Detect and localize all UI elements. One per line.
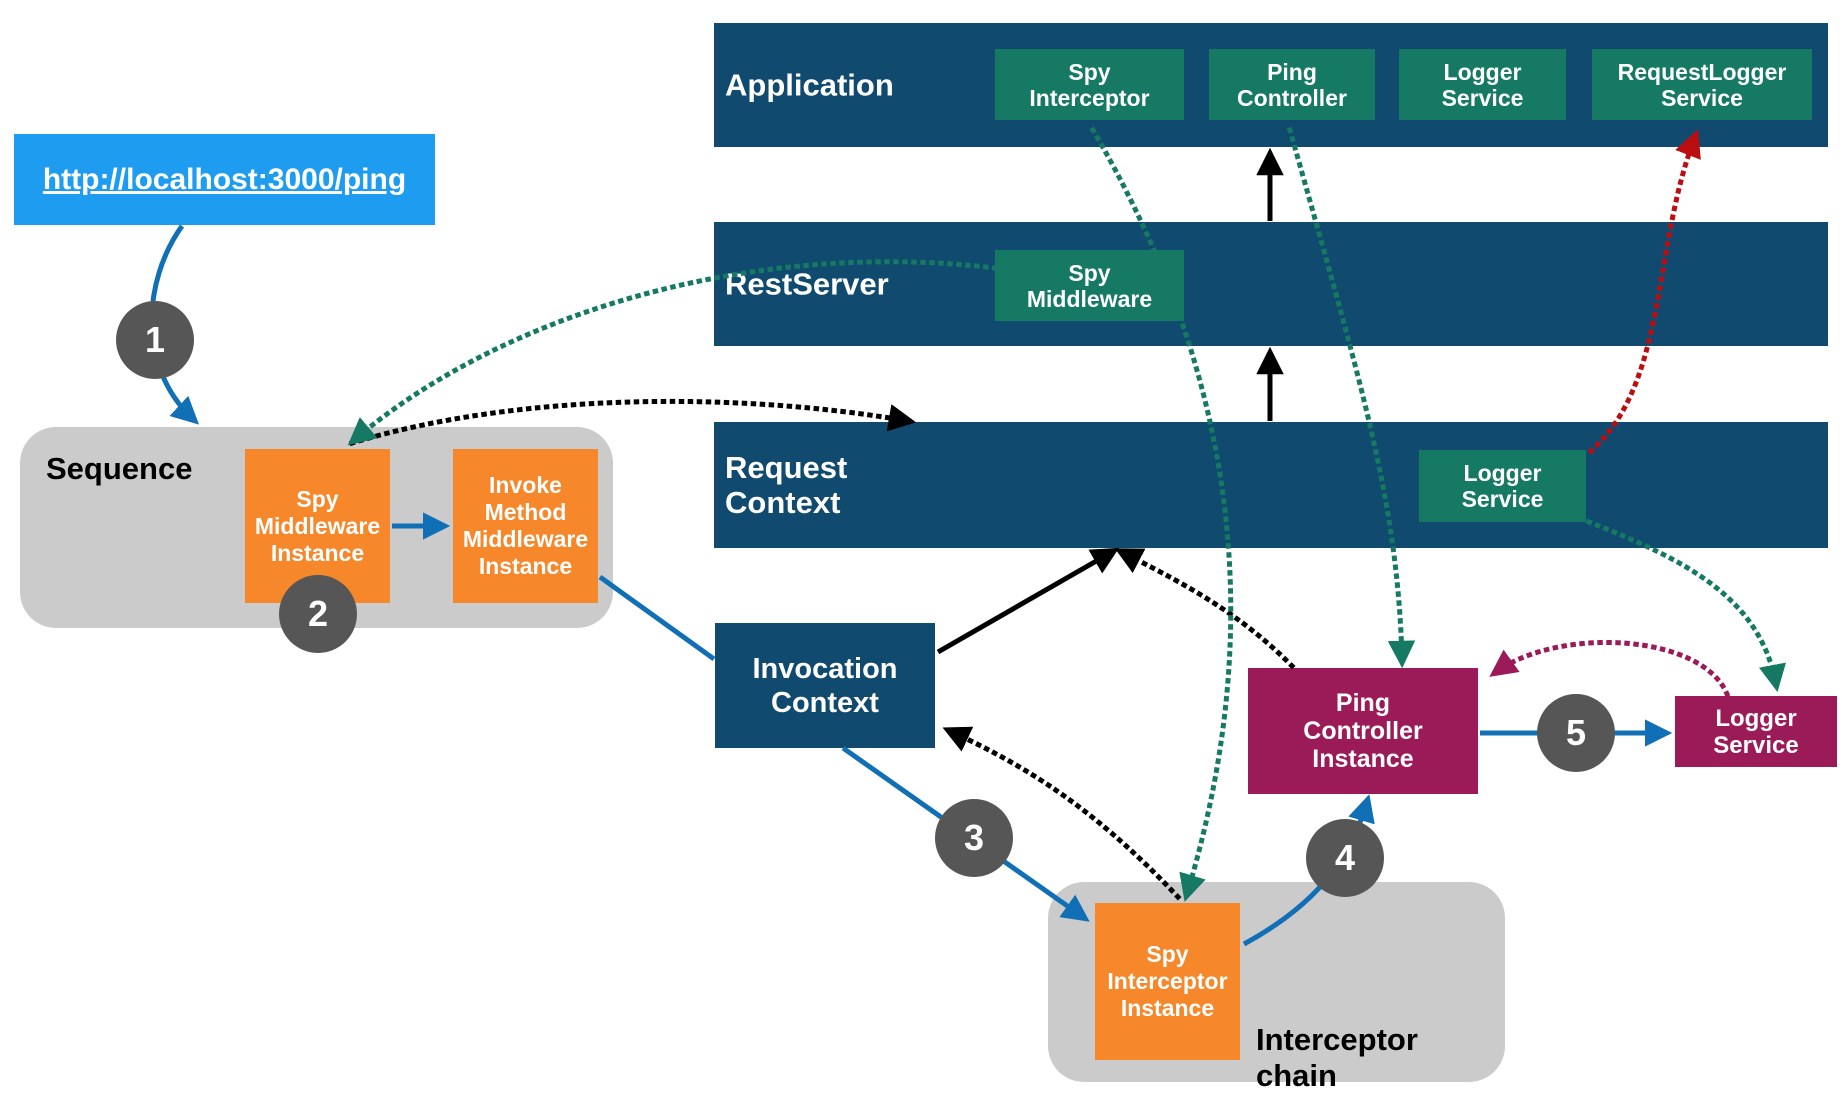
dotted-arrow-loggerinstance-to-pinginstance — [1489, 640, 1731, 698]
sequence-label: Sequence — [46, 451, 193, 486]
step-badge-2: 2 — [279, 575, 357, 653]
url-link[interactable]: http://localhost:3000/ping — [14, 134, 435, 225]
step-badge-3: 3 — [935, 799, 1013, 877]
app-requestlogger-service-box: RequestLogger Service — [1592, 49, 1812, 120]
step-badge-4: 4 — [1306, 819, 1384, 897]
ctx-logger-service-box: Logger Service — [1419, 450, 1586, 522]
restserver-layer-bar: RestServer — [714, 222, 1828, 346]
application-layer-label: Application — [725, 67, 894, 103]
dotted-arrow-pingcontroller-binding-to-instance — [1286, 126, 1416, 669]
logger-service-instance-box: Logger Service — [1675, 696, 1837, 767]
invocation-context-box: Invocation Context — [715, 623, 935, 748]
restserver-layer-label: RestServer — [725, 266, 889, 302]
ping-controller-instance-box: Ping Controller Instance — [1248, 668, 1478, 794]
arrow-invoke-to-invocation-context — [598, 574, 716, 662]
interceptor-chain-label: Interceptor chain — [1256, 1022, 1418, 1093]
dotted-arrow-pinginstance-to-requestcontext — [1114, 548, 1296, 670]
spy-interceptor-instance-box: Spy Interceptor Instance — [1095, 903, 1240, 1060]
invoke-method-middleware-instance-box: Invoke Method Middleware Instance — [453, 449, 598, 603]
request-context-layer-label: Request Context — [725, 450, 848, 520]
request-context-layer-bar: Request Context — [714, 422, 1828, 548]
app-ping-controller-box: Ping Controller — [1209, 49, 1375, 120]
app-logger-service-box: Logger Service — [1399, 49, 1566, 120]
rest-spy-middleware-box: Spy Middleware — [995, 250, 1184, 321]
step-badge-5: 5 — [1537, 694, 1615, 772]
step-badge-1: 1 — [116, 301, 194, 379]
app-spy-interceptor-box: Spy Interceptor — [995, 49, 1184, 120]
arrow-invocation-to-requestcontext — [936, 547, 1120, 655]
